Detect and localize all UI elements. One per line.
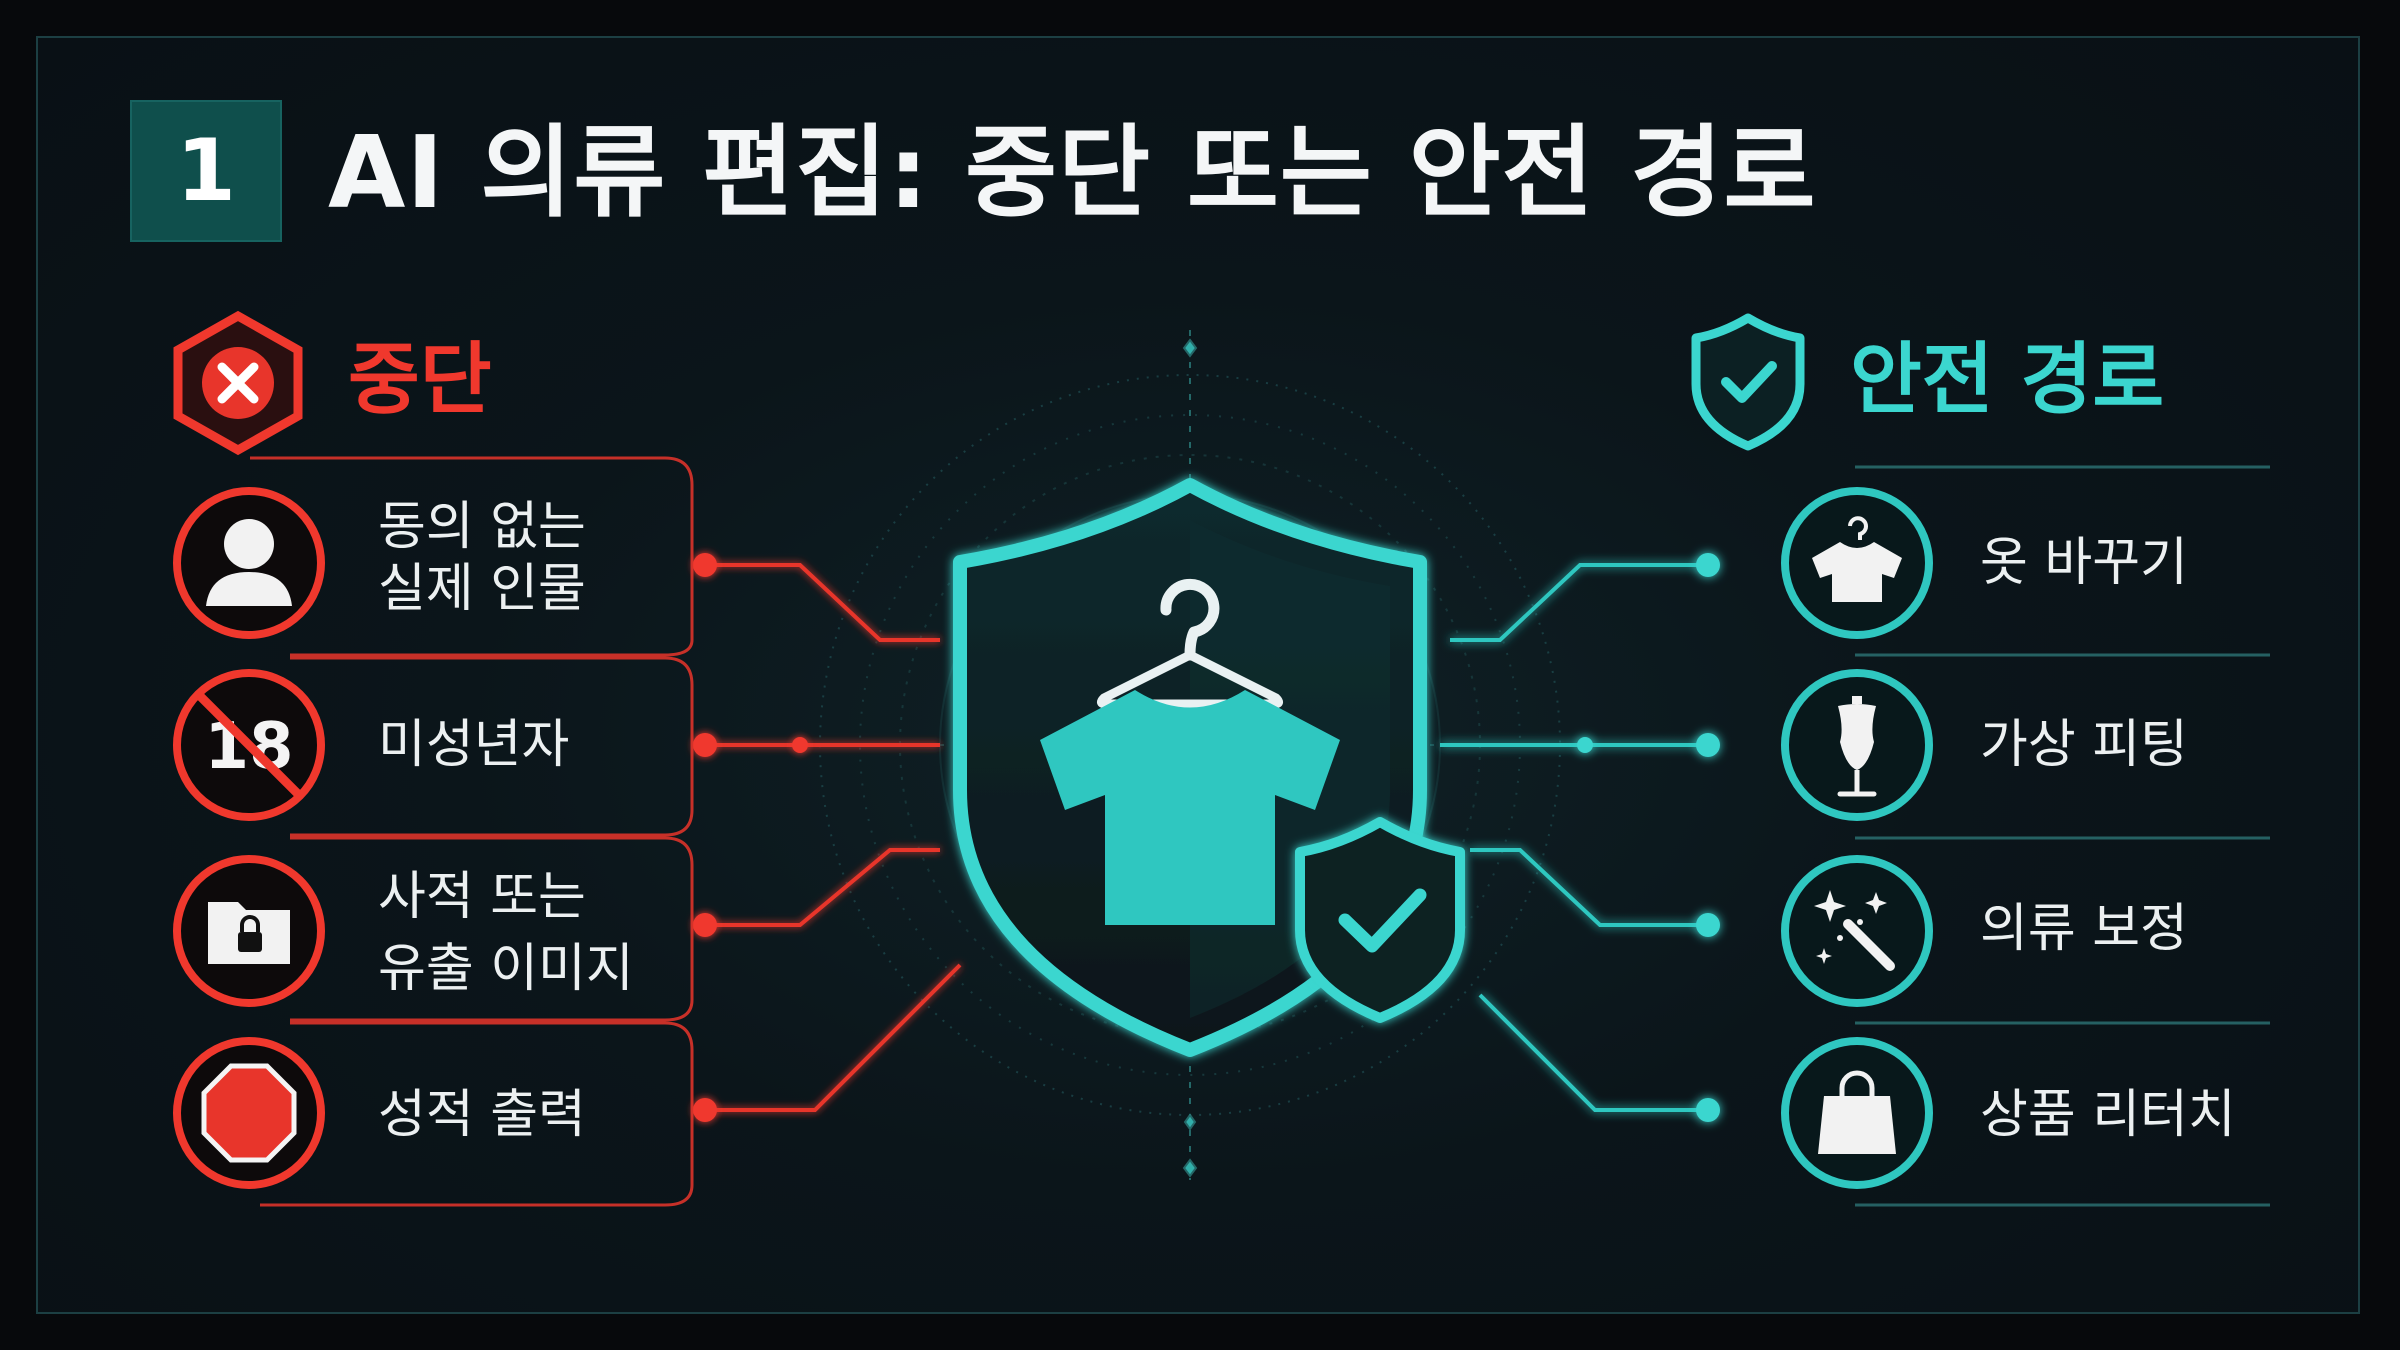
check-shield-icon: [1295, 817, 1465, 1023]
safe-item-label: 의류 보정: [1980, 899, 2188, 959]
stop-sign-icon: [173, 1037, 325, 1189]
safe-connectors: [1440, 563, 1708, 1112]
shopping-bag-icon: [1781, 1037, 1933, 1189]
section-number-badge: 1: [130, 100, 282, 242]
hanger-icon: [1096, 578, 1284, 709]
safe-section-title: 안전 경로: [1850, 335, 2165, 425]
stop-item-label: 사적 또는: [378, 867, 586, 927]
safe-item-label: 가상 피팅: [1980, 715, 2188, 775]
tshirt-icon: [1040, 690, 1340, 925]
stop-connector-dots: [693, 553, 808, 1122]
stop-item-label: 유출 이미지: [378, 939, 634, 999]
mannequin-icon: [1781, 669, 1933, 821]
stop-item-label: 실제 인물: [378, 559, 586, 619]
shirt-hanger-icon: [1781, 487, 1933, 639]
age-18-icon: 18: [173, 669, 325, 821]
page-title: AI 의류 편집: 중단 또는 안전 경로: [328, 114, 1817, 231]
stop-section-title: 중단: [348, 335, 492, 425]
safe-shield-check-icon: [1691, 313, 1805, 451]
stop-hexagon-x-icon: [173, 310, 303, 456]
stop-item-label: 성적 출력: [378, 1085, 586, 1145]
safe-item-label: 상품 리터치: [1980, 1085, 2236, 1145]
person-icon: [173, 487, 325, 639]
stop-item-label: 미성년자: [378, 715, 570, 775]
safe-item-label: 옷 바꾸기: [1980, 533, 2188, 593]
safe-connector-dots: [1577, 553, 1720, 1122]
stop-item-label: 동의 없는: [378, 497, 586, 557]
magic-wand-icon: [1781, 855, 1933, 1007]
stop-connectors: [705, 563, 962, 1112]
stop-cards: [250, 456, 694, 1207]
locked-folder-icon: [173, 855, 325, 1007]
safe-rows: [1855, 465, 2270, 1207]
